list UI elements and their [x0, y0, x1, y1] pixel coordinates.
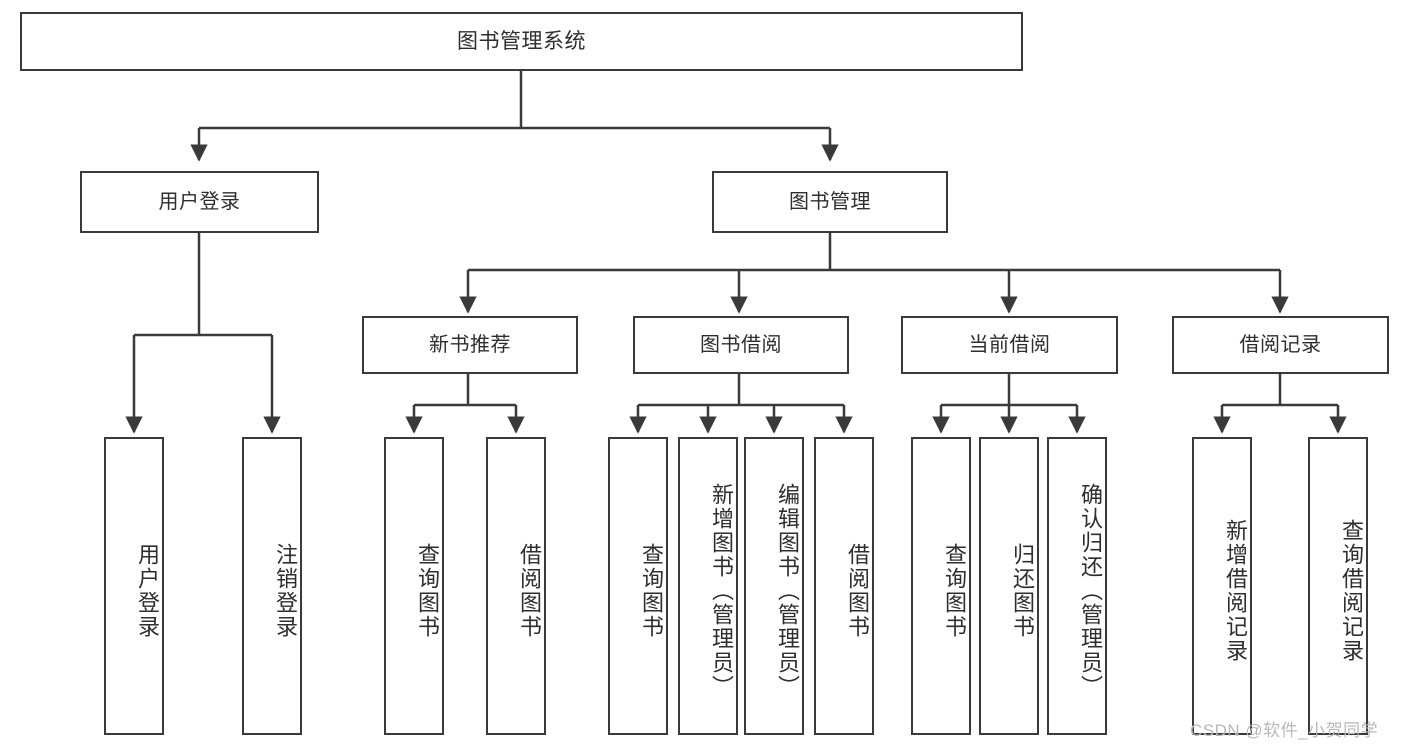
leaf-label: 查询图书	[639, 543, 664, 639]
node-new-book-recommend[interactable]: 新书推荐	[362, 316, 578, 374]
leaf-label: 新增图书（管理员）	[709, 483, 734, 699]
leaf-borrow-record-query[interactable]: 查询借阅记录	[1308, 437, 1368, 735]
leaf-current-borrow-confirm[interactable]: 确认归还（管理员）	[1047, 437, 1107, 735]
leaf-user-login-login[interactable]: 用户登录	[104, 437, 164, 735]
leaf-new-book-query[interactable]: 查询图书	[384, 437, 444, 735]
node-root[interactable]: 图书管理系统	[20, 12, 1023, 71]
leaf-new-book-borrow[interactable]: 借阅图书	[486, 437, 546, 735]
node-current-borrow[interactable]: 当前借阅	[901, 316, 1118, 374]
leaf-book-borrow-edit[interactable]: 编辑图书（管理员）	[744, 437, 804, 735]
node-current-borrow-label: 当前借阅	[968, 334, 1051, 356]
leaf-book-borrow-query[interactable]: 查询图书	[608, 437, 668, 735]
leaf-label: 注销登录	[273, 543, 298, 639]
node-book-management-label: 图书管理	[789, 191, 871, 213]
leaf-label: 用户登录	[135, 543, 160, 639]
leaf-current-borrow-query[interactable]: 查询图书	[911, 437, 971, 735]
leaf-label: 借阅图书	[517, 543, 542, 639]
leaf-label: 借阅图书	[845, 543, 870, 639]
node-book-management[interactable]: 图书管理	[712, 171, 948, 233]
node-book-borrow-label: 图书借阅	[700, 334, 782, 356]
leaf-label: 编辑图书（管理员）	[775, 483, 800, 699]
leaf-current-borrow-return[interactable]: 归还图书	[979, 437, 1039, 735]
node-borrow-record[interactable]: 借阅记录	[1172, 316, 1389, 374]
leaf-book-borrow-borrow[interactable]: 借阅图书	[814, 437, 874, 735]
csdn-watermark: CSDN @软件_小贺同学	[1190, 721, 1379, 740]
node-book-borrow[interactable]: 图书借阅	[633, 316, 849, 374]
leaf-label: 查询图书	[942, 543, 967, 639]
leaf-label: 确认归还（管理员）	[1078, 483, 1103, 699]
node-user-login[interactable]: 用户登录	[80, 171, 319, 233]
node-borrow-record-label: 借阅记录	[1239, 334, 1322, 356]
leaf-label: 归还图书	[1010, 543, 1035, 639]
leaf-label: 新增借阅记录	[1223, 519, 1248, 663]
leaf-label: 查询图书	[415, 543, 440, 639]
node-root-label: 图书管理系统	[457, 29, 586, 53]
leaf-user-login-logout[interactable]: 注销登录	[242, 437, 302, 735]
node-user-login-label: 用户登录	[158, 191, 241, 213]
leaf-borrow-record-add[interactable]: 新增借阅记录	[1192, 437, 1252, 735]
node-new-book-recommend-label: 新书推荐	[429, 334, 511, 356]
leaf-book-borrow-add[interactable]: 新增图书（管理员）	[678, 437, 738, 735]
leaf-label: 查询借阅记录	[1339, 519, 1364, 663]
